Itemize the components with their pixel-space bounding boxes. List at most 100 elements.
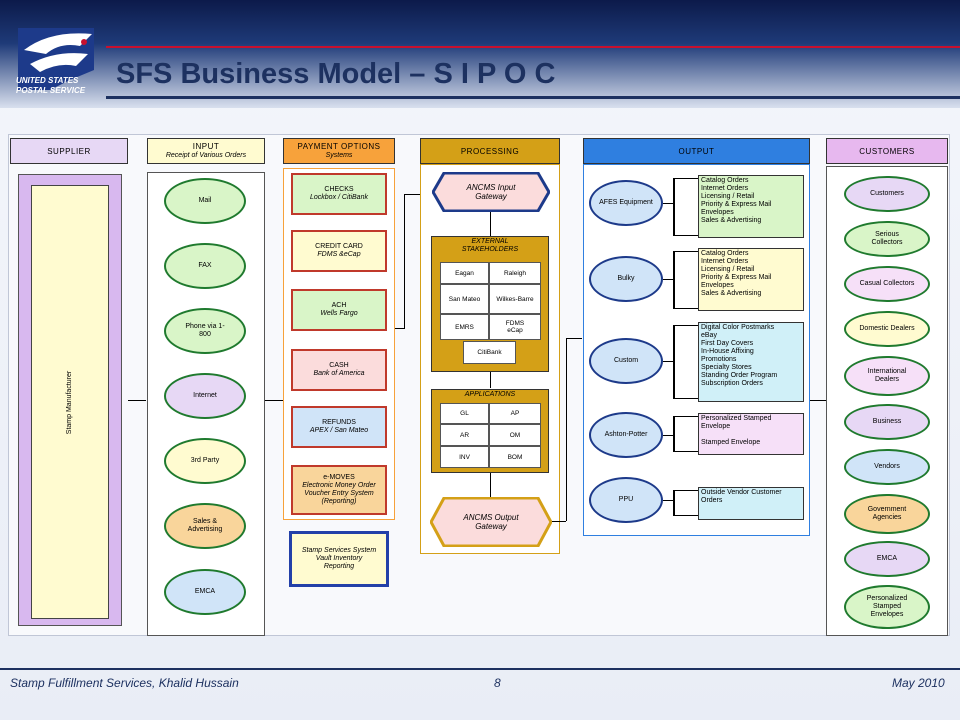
app-cell-label: AR bbox=[459, 431, 470, 439]
payment-ach-title: ACH bbox=[331, 302, 347, 309]
list-item: Envelopes bbox=[701, 282, 734, 289]
payment-header-sub: Systems bbox=[325, 152, 353, 159]
payment-credit-sub: FDMS &eCap bbox=[317, 251, 361, 258]
title-accent-line bbox=[106, 46, 960, 48]
output-ashton-label: Ashton-Potter bbox=[604, 431, 648, 438]
app-cell: GL bbox=[440, 403, 489, 424]
arrow-apps-output bbox=[490, 473, 491, 497]
input-header-label: INPUT bbox=[192, 142, 220, 151]
bracket bbox=[663, 361, 673, 362]
ext-cell-label: FDMS eCap bbox=[505, 320, 525, 334]
app-cell-label: AP bbox=[510, 410, 520, 417]
list-item: Promotions bbox=[701, 356, 737, 363]
payment-checks-sub: Lockbox / CitiBank bbox=[310, 194, 368, 201]
customer-label: Vendors bbox=[874, 463, 900, 470]
input-third-party: 3rd Party bbox=[164, 438, 246, 484]
input-internet-label: Internet bbox=[193, 392, 217, 399]
logo-text: UNITED STATES POSTAL SERVICE bbox=[16, 76, 85, 96]
input-header-sub: Receipt of Various Orders bbox=[165, 152, 247, 159]
list-item: Digital Color Postmarks bbox=[701, 324, 775, 331]
output-gateway-label: ANCMS Output Gateway bbox=[463, 513, 519, 531]
input-gateway-hexagon bbox=[432, 172, 550, 212]
connector-payment-vertical bbox=[404, 194, 405, 328]
list-item: Priority & Express Mail bbox=[701, 274, 772, 281]
customer-item: Business bbox=[844, 404, 930, 440]
payment-checks-title: CHECKS bbox=[324, 186, 354, 193]
customer-label: Personalized Stamped Envelopes bbox=[866, 595, 908, 618]
ext-cell-label: Raleigh bbox=[503, 269, 527, 277]
output-header-label: OUTPUT bbox=[678, 146, 715, 156]
customers-header: CUSTOMERS bbox=[826, 138, 948, 164]
input-internet: Internet bbox=[164, 373, 246, 419]
list-item: Internet Orders bbox=[701, 258, 749, 265]
ext-cell-label: EMRS bbox=[455, 323, 474, 331]
output-afes-label: AFES Equipment bbox=[599, 199, 653, 206]
output-ppu: PPU bbox=[589, 477, 663, 523]
processing-header-label: PROCESSING bbox=[460, 146, 520, 156]
applications-title-label: APPLICATIONS bbox=[464, 391, 516, 398]
bracket bbox=[673, 251, 698, 309]
list-item: Licensing / Retail bbox=[701, 193, 755, 200]
list-item: Priority & Express Mail bbox=[701, 201, 772, 208]
input-sales-label: Sales & Advertising bbox=[187, 518, 223, 533]
bracket bbox=[673, 416, 698, 452]
customer-item: International Dealers bbox=[844, 356, 930, 396]
customer-item: Domestic Dealers bbox=[844, 311, 930, 347]
customer-item: Casual Collectors bbox=[844, 266, 930, 302]
customer-item: Serious Collectors bbox=[844, 221, 930, 257]
supplier-header: SUPPLIER bbox=[10, 138, 128, 164]
input-sales-advertising: Sales & Advertising bbox=[164, 503, 246, 549]
supplier-column: Stamp Manufacturer bbox=[18, 174, 122, 626]
connector-out-top bbox=[566, 338, 582, 339]
arrow-input-payment bbox=[265, 400, 283, 401]
input-gateway: ANCMS Input Gateway bbox=[432, 172, 550, 212]
list-item: Licensing / Retail bbox=[701, 266, 755, 273]
processing-header: PROCESSING bbox=[420, 138, 560, 164]
customers-header-label: CUSTOMERS bbox=[859, 146, 915, 156]
customer-item: Customers bbox=[844, 176, 930, 212]
applications-title: APPLICATIONS bbox=[431, 391, 549, 398]
ext-cell: San Mateo bbox=[440, 284, 489, 314]
input-emca-label: EMCA bbox=[194, 588, 216, 595]
bracket bbox=[673, 325, 698, 399]
list-item bbox=[701, 431, 801, 439]
ext-cell: Eagan bbox=[440, 262, 489, 284]
output-bulky-label: Bulky bbox=[617, 275, 635, 282]
list-item: Envelopes bbox=[701, 209, 734, 216]
list-item: Outside Vendor Customer Orders bbox=[701, 489, 782, 504]
stamp-services-system: Stamp Services System Vault Inventory Re… bbox=[289, 531, 389, 587]
customer-item: EMCA bbox=[844, 541, 930, 577]
app-cell: AP bbox=[489, 403, 541, 424]
bracket bbox=[663, 279, 673, 280]
arrow-output-customers bbox=[810, 400, 826, 401]
app-cell-label: BOM bbox=[507, 453, 523, 461]
payment-cash-title: CASH bbox=[329, 362, 349, 369]
output-custom: Custom bbox=[589, 338, 663, 384]
bracket bbox=[663, 500, 673, 501]
connector-payment-gateway bbox=[404, 194, 430, 195]
page-title: SFS Business Model – S I P O C bbox=[116, 58, 556, 90]
list-item: Catalog Orders bbox=[701, 250, 749, 257]
payment-credit-title: CREDIT CARD bbox=[315, 243, 363, 250]
app-cell: OM bbox=[489, 424, 541, 446]
ext-title-label: EXTERNAL STAKEHOLDERS bbox=[461, 238, 519, 253]
list-item: Internet Orders bbox=[701, 185, 749, 192]
customer-label: Casual Collectors bbox=[859, 280, 915, 287]
connector-out-gateway bbox=[552, 521, 566, 522]
bracket bbox=[663, 435, 673, 436]
ext-cell: FDMS eCap bbox=[489, 314, 541, 340]
ext-cell: Wilkes-Barre bbox=[489, 284, 541, 314]
logo-line2: POSTAL SERVICE bbox=[16, 86, 86, 95]
app-cell: BOM bbox=[489, 446, 541, 468]
customer-item: Vendors bbox=[844, 449, 930, 485]
ext-cell-citibank: CitiBank bbox=[463, 341, 516, 364]
output-ashton-potter: Ashton-Potter bbox=[589, 412, 663, 458]
connector-payment-bottom bbox=[395, 328, 405, 329]
bracket bbox=[673, 178, 698, 236]
arrow-ext-apps bbox=[490, 372, 491, 388]
